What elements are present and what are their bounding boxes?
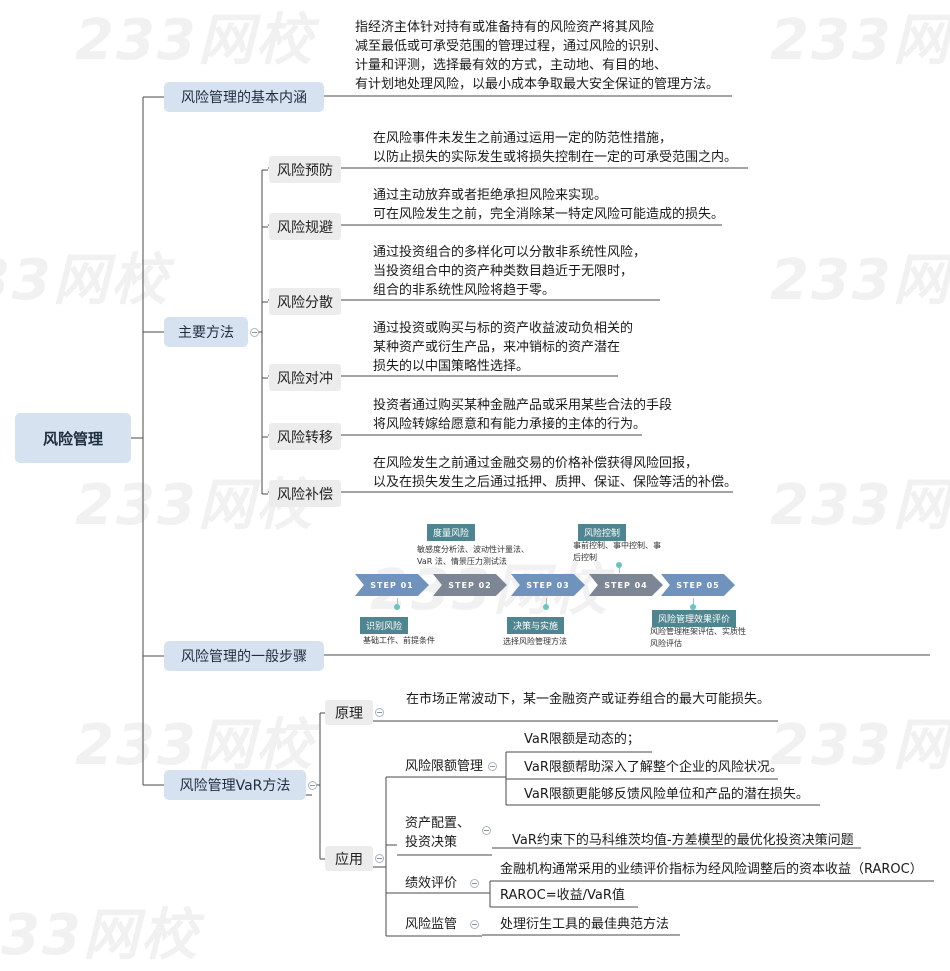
step-title-identify: 识别风险 xyxy=(360,617,409,634)
step-dot xyxy=(616,562,622,568)
watermark: 233网校 xyxy=(75,713,314,778)
step-title-decide: 决策与实施 xyxy=(507,617,565,634)
performance-item: 金融机构通常采用的业绩评价指标为经风险调整后的资本收益（RAROC） xyxy=(500,862,923,877)
var-application[interactable]: 应用 xyxy=(325,846,373,871)
limit-item: VaR限额帮助深入了解整个企业的风险状况。 xyxy=(524,760,783,775)
collapse-icon[interactable] xyxy=(488,762,497,771)
collapse-icon[interactable] xyxy=(482,826,491,835)
node-methods-label: 主要方法 xyxy=(178,325,234,341)
step-dot xyxy=(543,604,549,610)
app-limit-label: 风险限额管理 xyxy=(405,759,484,774)
node-var-label: 风险管理VaR方法 xyxy=(179,778,291,794)
node-methods[interactable]: 主要方法 xyxy=(164,317,248,347)
allocation-text: VaR约束下的马科维茨均值-方差模型的最优化投资决策问题 xyxy=(512,833,854,848)
watermark: 233网校 xyxy=(75,8,314,73)
step-desc-control: 事前控制、事中控制、事 后控制 xyxy=(573,541,661,562)
method-compensation[interactable]: 风险补偿 xyxy=(269,480,341,507)
watermark: 233网校 xyxy=(770,473,950,538)
method-transfer-text: 投资者通过购买某种金融产品或采用某些合法的手段 将风险转嫁给愿意和有能力承接的主… xyxy=(373,398,673,432)
method-hedging-text: 通过投资或购买与标的资产收益波动负相关的 某种资产或衍生产品，来冲销标的资产潜在… xyxy=(373,321,634,374)
collapse-icon[interactable] xyxy=(375,708,384,717)
root-node[interactable]: 风险管理 xyxy=(15,413,131,463)
collapse-icon[interactable] xyxy=(470,879,479,888)
step-title-evaluate: 风险管理效果评价 xyxy=(652,610,737,627)
collapse-icon[interactable] xyxy=(308,781,317,790)
node-steps[interactable]: 风险管理的一般步骤 xyxy=(164,641,324,671)
collapse-icon[interactable] xyxy=(250,328,259,337)
process-diagram: 度量风险 敏感度分析法、波动性计量法、 VaR 法、情景压力测试法 风险控制 事… xyxy=(355,520,755,650)
node-connotation-label: 风险管理的基本内涵 xyxy=(181,90,307,106)
method-diversification[interactable]: 风险分散 xyxy=(269,288,341,315)
performance-item: RAROC=收益/VaR值 xyxy=(500,888,625,903)
step-desc-evaluate: 风险管理框架评估、实质性 风险评估 xyxy=(650,627,746,648)
step-desc-identify: 基础工作、前提条件 xyxy=(363,636,435,645)
method-diversification-text: 通过投资组合的多样化可以分散非系统性风险， 当投资组合中的资产种类数目趋近于无限… xyxy=(373,245,647,298)
app-performance-label: 绩效评价 xyxy=(405,876,458,891)
method-avoidance-text: 通过主动放弃或者拒绝承担风险来实现。 可在风险发生之前，完全消除某一特定风险可能… xyxy=(373,188,725,222)
step-title-control: 风险控制 xyxy=(578,524,627,541)
step-dot xyxy=(394,604,400,610)
step-dot xyxy=(690,604,696,610)
collapse-icon[interactable] xyxy=(375,854,384,863)
step-arrow-02: STEP 02 xyxy=(433,574,507,596)
connotation-text: 指经济主体针对持有或准备持有的风险资产将其风险 减至最低或可承受范围的管理过程，… xyxy=(355,20,720,92)
method-avoidance[interactable]: 风险规避 xyxy=(269,213,341,240)
method-compensation-text: 在风险发生之前通过金融交易的价格补偿获得风险回报， 以及在损失发生之后通过抵押、… xyxy=(373,456,738,490)
node-steps-label: 风险管理的一般步骤 xyxy=(181,649,307,665)
step-arrow-03: STEP 03 xyxy=(511,574,585,596)
watermark: 233网校 xyxy=(770,8,950,73)
method-hedging[interactable]: 风险对冲 xyxy=(269,364,341,391)
app-allocation-label: 资产配置、 投资决策 xyxy=(405,816,471,850)
step-arrow-05: STEP 05 xyxy=(661,574,735,596)
step-arrow-04: STEP 04 xyxy=(589,574,663,596)
step-arrow-01: STEP 01 xyxy=(355,574,429,596)
watermark: 233网校 xyxy=(770,713,950,778)
collapse-icon[interactable] xyxy=(470,920,479,929)
limit-item: VaR限额更能够反馈风险单位和产品的潜在损失。 xyxy=(524,787,809,802)
limit-item: VaR限额是动态的； xyxy=(524,732,640,747)
method-prevention[interactable]: 风险预防 xyxy=(269,156,341,183)
step-title-measure: 度量风险 xyxy=(427,524,476,541)
watermark: 233网校 xyxy=(0,248,169,313)
method-prevention-text: 在风险事件未发生之前通过运用一定的防范性措施， 以防止损失的实际发生或将损失控制… xyxy=(373,131,738,165)
root-label: 风险管理 xyxy=(42,429,103,448)
var-principle-text: 在市场正常波动下，某一金融资产或证券组合的最大可能损失。 xyxy=(406,692,771,707)
watermark: 233网校 xyxy=(770,248,950,313)
step-desc-measure: 敏感度分析法、波动性计量法、 VaR 法、情景压力测试法 xyxy=(417,545,529,566)
node-connotation[interactable]: 风险管理的基本内涵 xyxy=(164,82,324,112)
method-transfer[interactable]: 风险转移 xyxy=(269,423,341,450)
var-principle[interactable]: 原理 xyxy=(325,700,373,725)
step-desc-decide: 选择风险管理方法 xyxy=(503,637,567,646)
app-supervision-label: 风险监管 xyxy=(405,917,458,932)
node-var-method[interactable]: 风险管理VaR方法 xyxy=(164,770,306,800)
supervision-text: 处理衍生工具的最佳典范方法 xyxy=(500,917,670,932)
